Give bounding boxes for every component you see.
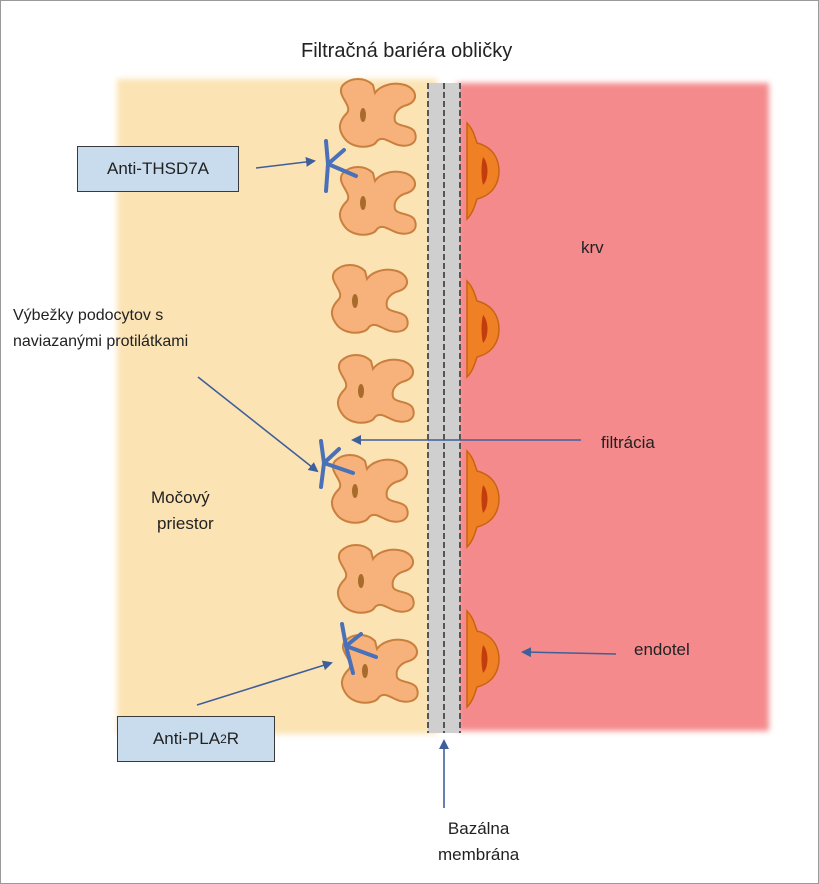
arrow-anti-thsd7a [255, 156, 316, 169]
basement-membrane-line2: membrána [438, 845, 520, 864]
antibody-icon [340, 622, 378, 675]
anti-pla2r-text: Anti-PLA [152, 729, 221, 748]
arrow-anti-pla2r [196, 660, 333, 706]
blood-region [457, 83, 769, 731]
podocyte-label: Výbežky podocytov s naviazanými protilát… [13, 303, 188, 355]
podocyte-label-line1: Výbežky podocytov s [13, 307, 164, 324]
podocyte-label-line2: naviazanými protilátkami [13, 333, 189, 350]
filtration-label: filtrácia [601, 433, 655, 452]
antibody-icon [319, 439, 355, 489]
anti-thsd7a-label: Anti-THSD7A [77, 146, 239, 192]
arrow-endothelium [521, 647, 617, 658]
anti-pla2r-suffix: R [226, 729, 240, 748]
endothelium-label: endotel [634, 640, 690, 659]
arrow-podocyte-label [197, 376, 319, 473]
diagram-title: Filtračná bariéra obličky [301, 40, 513, 62]
urinary-space-line2: priestor [157, 514, 214, 533]
blood-label: krv [581, 238, 604, 257]
urinary-space-label: Močový priestor [151, 485, 214, 537]
urinary-space-line1: Močový [151, 488, 210, 507]
basement-membrane-line1: Bazálna [447, 819, 510, 838]
anti-pla2r-subscript: 2 [220, 732, 227, 746]
antibody-icon [324, 139, 358, 193]
basement-membrane-label: Bazálna membrána [438, 816, 519, 868]
